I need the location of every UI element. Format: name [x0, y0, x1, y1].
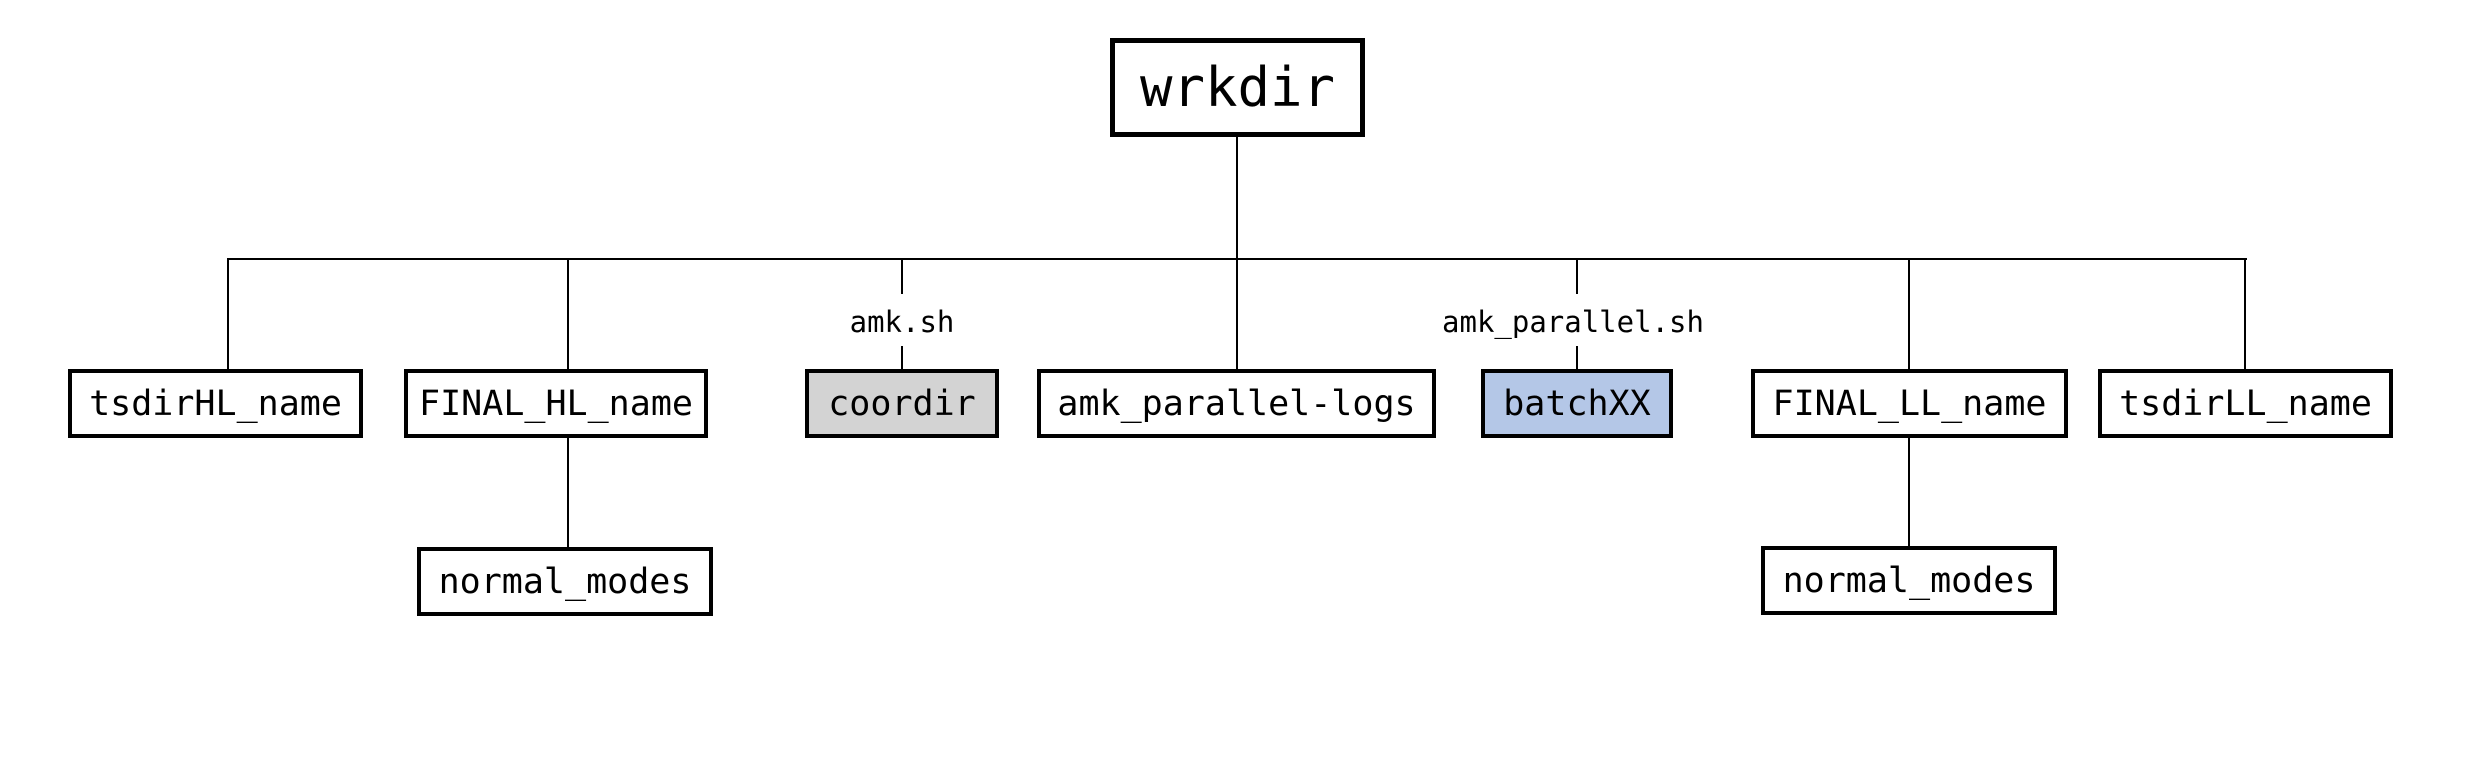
connector-bus-to-tsdirll [2244, 258, 2246, 369]
connector-finalhl-to-normal-modes [567, 436, 569, 547]
connector-bus-to-tsdirhl [227, 258, 229, 369]
connector-amkparallelsh-label-to-batchxx [1576, 346, 1578, 369]
node-tsdirll-name: tsdirLL_name [2098, 369, 2393, 438]
connector-bus-to-amksh-label [901, 258, 903, 294]
connector-wrkdir-to-logs [1236, 135, 1238, 369]
node-tsdirhl-name: tsdirHL_name [68, 369, 363, 438]
node-normal-modes-ll: normal_modes [1761, 546, 2057, 615]
connector-bus-to-finalhl [567, 258, 569, 369]
node-batchxx: batchXX [1481, 369, 1673, 438]
edge-label-amk-parallel-sh: amk_parallel.sh [1442, 305, 1704, 339]
node-final-hl-name: FINAL_HL_name [404, 369, 708, 438]
node-coordir: coordir [805, 369, 999, 438]
edge-label-amk-sh: amk.sh [849, 305, 955, 339]
connector-amksh-label-to-coordir [901, 346, 903, 369]
node-wrkdir: wrkdir [1110, 38, 1365, 137]
connector-finalll-to-normal-modes [1908, 436, 1910, 546]
node-normal-modes-hl: normal_modes [417, 547, 713, 616]
node-final-ll-name: FINAL_LL_name [1751, 369, 2068, 438]
connector-bus-to-finalll [1908, 258, 1910, 369]
node-amk-parallel-logs: amk_parallel-logs [1037, 369, 1436, 438]
connector-bus-to-amkparallelsh-label [1576, 258, 1578, 294]
